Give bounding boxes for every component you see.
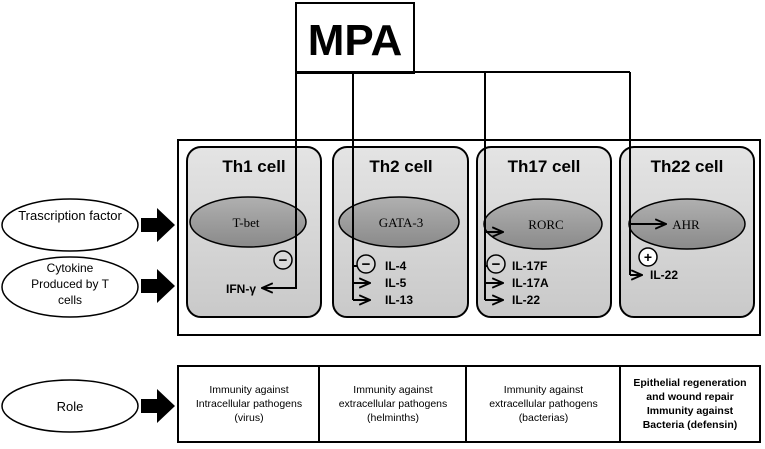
th22-cytokine-1: IL-22	[650, 268, 678, 282]
th2-role: Immunity against extracellular pathogens…	[338, 384, 448, 424]
th22-regulation-sign: +	[644, 249, 652, 265]
ahr-label: AHR	[672, 217, 700, 232]
gata3-oval	[338, 196, 460, 248]
th1-cytokine-1: IFN-γ	[226, 282, 256, 296]
th2-cell-title: Th2 cell	[369, 157, 432, 176]
cytokine-ellipse	[1, 256, 139, 318]
transcription-factor-ellipse	[1, 198, 139, 252]
th22-cell-title: Th22 cell	[651, 157, 724, 176]
th22-regulation-circle	[638, 247, 658, 267]
mpa-box	[295, 2, 415, 74]
th1-regulation-circle	[273, 250, 293, 270]
gata3-label: GATA-3	[379, 215, 423, 230]
th2-regulation-circle	[356, 254, 376, 274]
th17-regulation-sign: −	[492, 256, 501, 273]
th17-cytokine-3: IL-22	[512, 293, 540, 307]
th1-role: Immunity against Intracellular pathogens…	[195, 384, 303, 424]
role-table	[177, 365, 761, 443]
th17-cytokine-1: IL-17F	[512, 259, 547, 273]
role-block-arrow	[141, 389, 175, 423]
mpa-to-th1-arrow	[262, 72, 297, 288]
cytokine-block-arrow	[141, 269, 175, 303]
th2-cytokine-3: IL-13	[385, 293, 413, 307]
role-label: Role	[56, 399, 84, 414]
th17-cytokine-2: IL-17A	[512, 276, 549, 290]
th17-cell-title: Th17 cell	[508, 157, 581, 176]
mpa-title: MPA	[308, 16, 403, 65]
tbet-oval	[189, 196, 307, 248]
tbet-label: T-bet	[233, 215, 260, 230]
role-ellipse	[1, 379, 139, 433]
rorc-label: RORC	[528, 217, 563, 232]
cytokine-label: Cytokine Produced by T cells	[31, 261, 109, 307]
th17-role: Immunity against extracellular pathogens…	[489, 384, 598, 424]
th22-role: Epithelial regeneration and wound repair…	[633, 377, 747, 431]
th17-regulation-circle	[486, 254, 506, 274]
th1-cell-title: Th1 cell	[222, 157, 285, 176]
th2-cytokine-1: IL-4	[385, 259, 407, 273]
transcription-block-arrow	[141, 208, 175, 242]
th2-cytokine-2: IL-5	[385, 276, 407, 290]
th2-regulation-sign: −	[362, 256, 371, 273]
th1-regulation-sign: −	[279, 252, 288, 269]
transcription-factor-label: Trascription factor	[18, 208, 122, 223]
